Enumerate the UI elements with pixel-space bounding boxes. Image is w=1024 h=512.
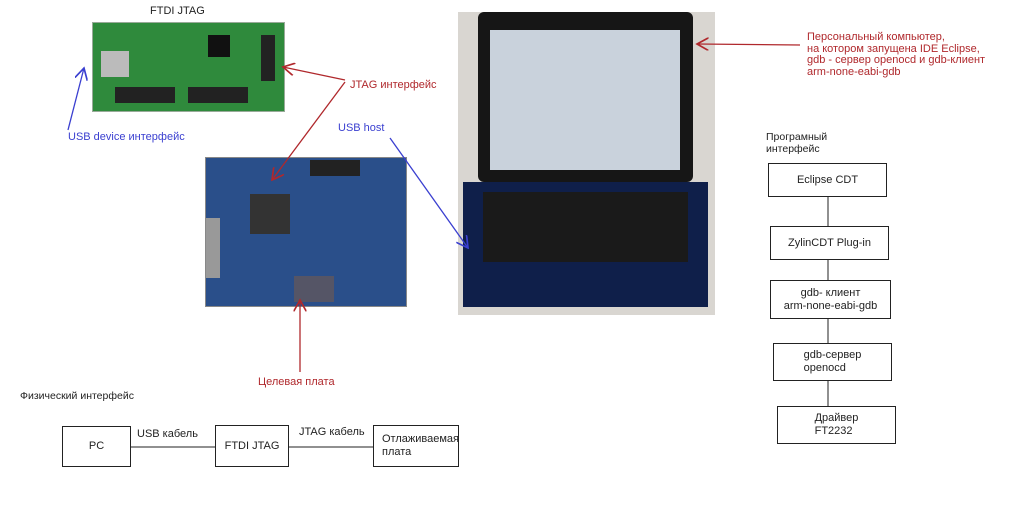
physical-title: Физический интерфейс	[20, 390, 134, 402]
laptop-photo	[458, 12, 715, 315]
usb-device-arrow	[67, 68, 84, 131]
usb-device-label: USB device интерфейс	[68, 131, 185, 143]
ftdi-box: FTDI JTAG	[215, 425, 289, 467]
usb-host-label: USB host	[338, 122, 385, 134]
pc-note-line: arm-none-eabi-gdb	[807, 65, 901, 78]
layer-zylincdt: ZylinCDT Plug-in	[770, 226, 889, 260]
target-board-photo	[205, 157, 407, 307]
jtag-cable-label: JTAG кабель	[299, 426, 365, 438]
usb-host-arrow	[389, 137, 468, 248]
ftdi-jtag-title: FTDI JTAG	[150, 5, 205, 17]
layer-eclipse-cdt: Eclipse CDT	[768, 163, 887, 197]
jtag-arrow	[283, 67, 346, 81]
jtag-arrow-2	[272, 81, 346, 180]
title-line: Програмный	[766, 131, 828, 143]
pc-arrow	[697, 44, 801, 45]
pc-note-line: на котором запущена IDE Eclipse,	[807, 42, 980, 55]
target-board-label: Целевая плата	[258, 376, 335, 388]
software-title: Програмный интерфейс	[766, 131, 827, 155]
jtag-interface-label: JTAG интерфейс	[350, 79, 437, 91]
title-line: интерфейс	[766, 143, 820, 155]
pc-note-line: Персональный компьютер,	[807, 31, 945, 43]
pc-box: PC	[62, 426, 131, 467]
pc-description: Персональный компьютер, на котором запущ…	[807, 31, 986, 78]
pc-note-line: gdb - сервер openocd и gdb-клиент	[807, 54, 986, 66]
usb-cable-label: USB кабель	[137, 428, 198, 440]
